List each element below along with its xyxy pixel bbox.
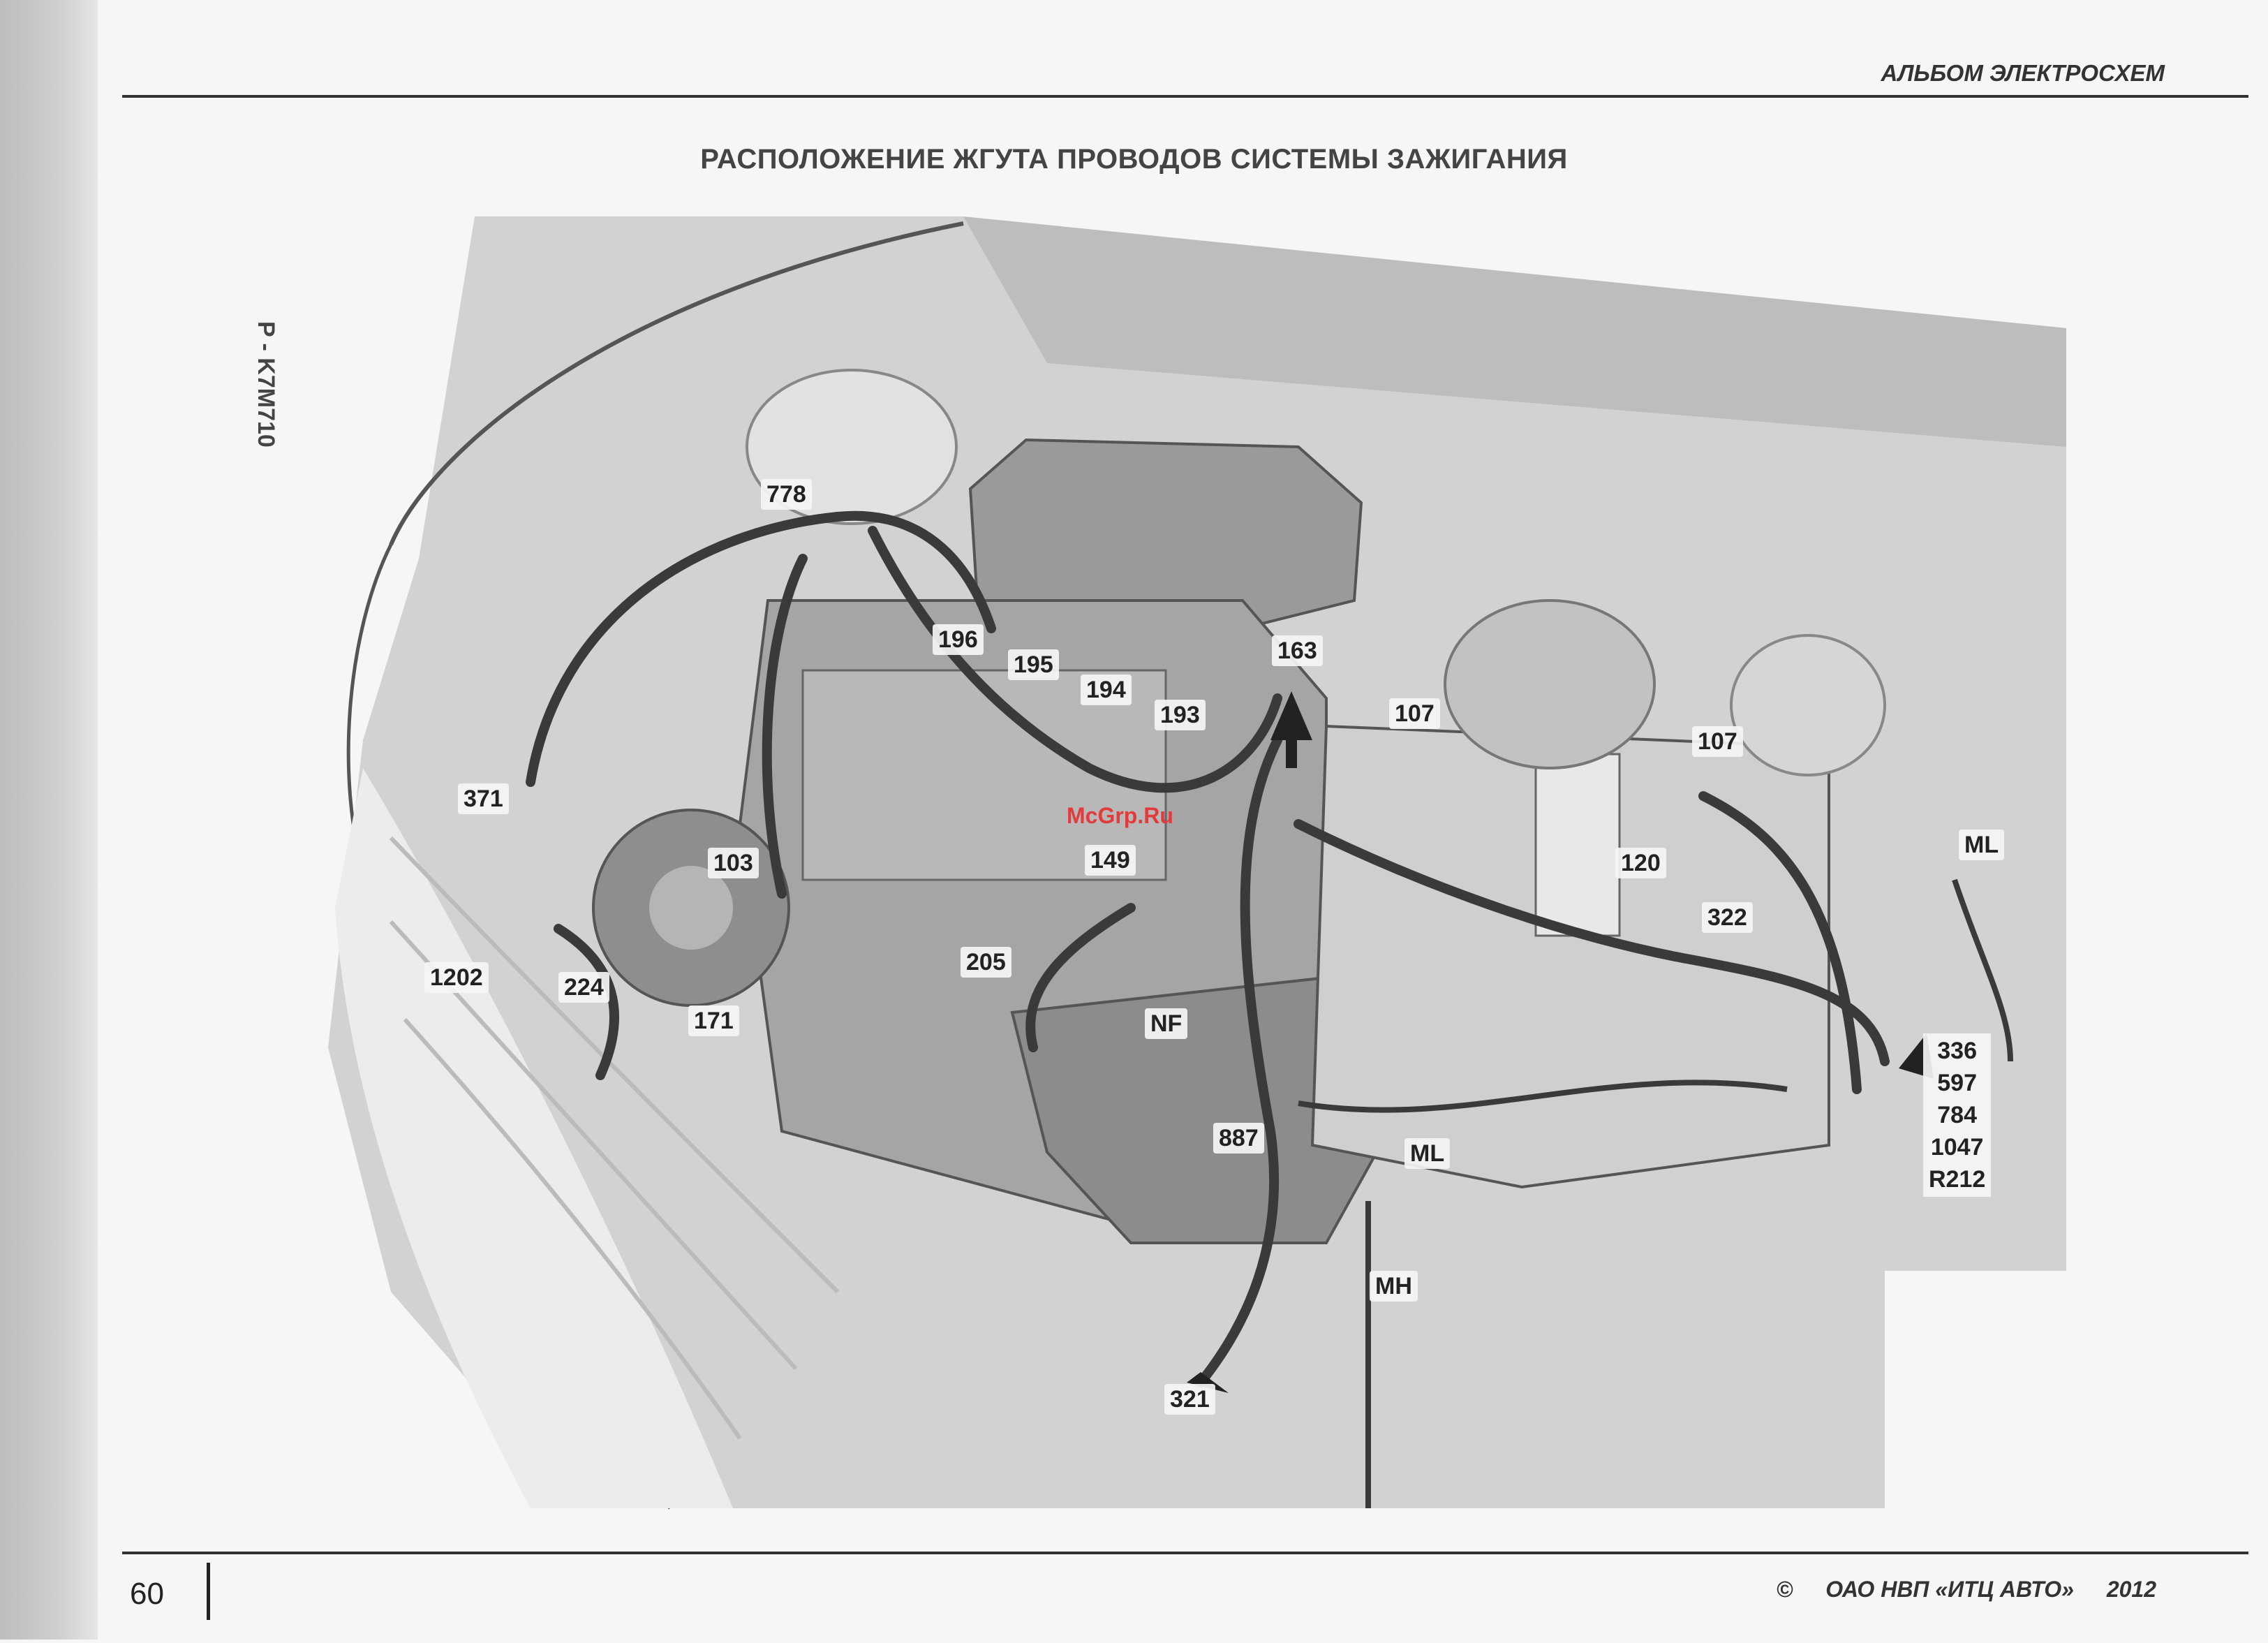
publisher-name: ОАО НВП «ИТЦ АВТО» bbox=[1825, 1577, 2074, 1602]
callout-205: 205 bbox=[961, 947, 1011, 978]
callout-stack: 336 597 784 1047 R212 bbox=[1923, 1033, 1991, 1197]
callout-784: 784 bbox=[1937, 1099, 1977, 1131]
publisher-line: © ОАО НВП «ИТЦ АВТО» 2012 bbox=[1777, 1577, 2156, 1603]
watermark: McGrp.Ru bbox=[1067, 803, 1173, 829]
callout-193: 193 bbox=[1155, 700, 1206, 730]
callout-mh: MH bbox=[1370, 1271, 1418, 1302]
callout-107-right: 107 bbox=[1692, 726, 1743, 757]
callout-ml-battery: ML bbox=[1959, 830, 2004, 860]
callout-nf: NF bbox=[1145, 1008, 1187, 1039]
callout-107-left: 107 bbox=[1389, 698, 1440, 729]
callout-103: 103 bbox=[708, 848, 759, 878]
callout-336: 336 bbox=[1937, 1035, 1977, 1067]
callout-171: 171 bbox=[688, 1005, 739, 1036]
callout-371: 371 bbox=[458, 783, 509, 814]
copyright-symbol: © bbox=[1777, 1577, 1793, 1602]
callout-r212: R212 bbox=[1929, 1163, 1985, 1195]
callout-1047: 1047 bbox=[1931, 1131, 1984, 1163]
callout-163: 163 bbox=[1272, 635, 1323, 666]
callout-322: 322 bbox=[1702, 902, 1753, 933]
callout-ml-ground: ML bbox=[1404, 1138, 1450, 1169]
callout-149: 149 bbox=[1085, 845, 1136, 876]
callout-120: 120 bbox=[1615, 848, 1666, 878]
callout-778: 778 bbox=[761, 479, 812, 510]
page-number: 60 bbox=[130, 1577, 164, 1612]
callout-321: 321 bbox=[1164, 1384, 1215, 1415]
callout-224: 224 bbox=[558, 972, 609, 1003]
page-number-divider bbox=[207, 1563, 210, 1620]
callout-194: 194 bbox=[1081, 675, 1132, 705]
publication-year: 2012 bbox=[2107, 1577, 2156, 1602]
callout-597: 597 bbox=[1937, 1067, 1977, 1099]
footer-rule bbox=[122, 1552, 2248, 1554]
callout-887: 887 bbox=[1213, 1123, 1264, 1154]
callout-1202: 1202 bbox=[424, 962, 489, 993]
callout-195: 195 bbox=[1008, 649, 1059, 680]
callout-196: 196 bbox=[933, 624, 984, 655]
